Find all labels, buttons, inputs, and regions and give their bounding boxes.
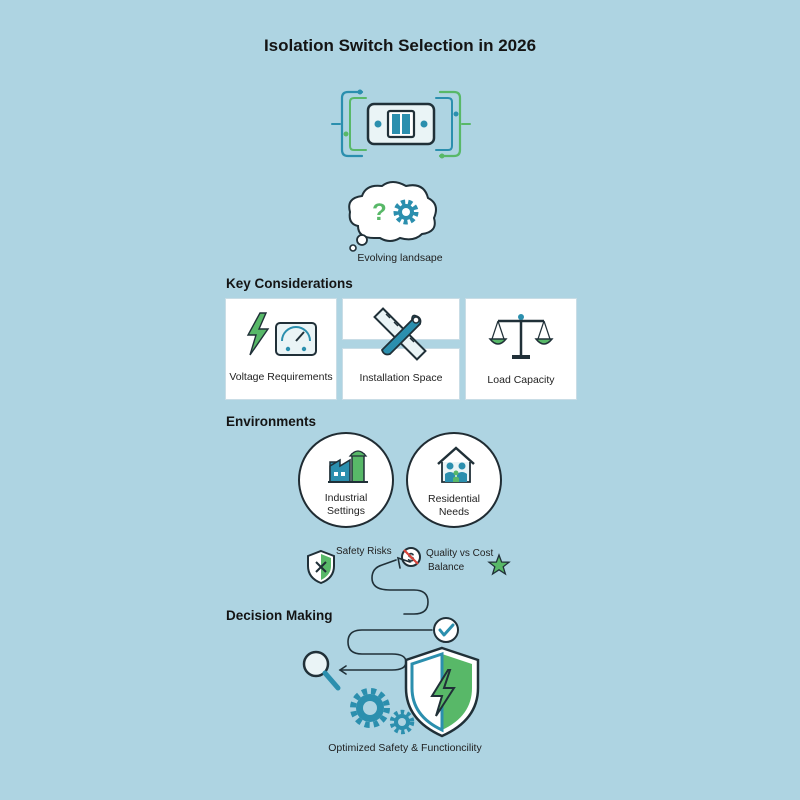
card-load-capacity: Load Capacity: [465, 298, 577, 400]
shield-x-icon: [307, 549, 335, 585]
card-label: Voltage Requirements: [229, 371, 333, 383]
question-mark-icon: ?: [372, 199, 387, 226]
magnifier-icon: [302, 650, 341, 691]
safety-risks-label: Safety Risks: [336, 546, 392, 557]
thought-bubble-icon: ?: [348, 181, 437, 252]
house-family-icon: [437, 446, 475, 483]
star-icon: [487, 553, 511, 576]
ruler-wrench-icon: [373, 307, 427, 361]
key-considerations-heading: Key Considerations: [226, 276, 353, 291]
gear-icon: [393, 199, 419, 225]
industrial-line1: Industrial: [324, 492, 368, 504]
isolation-switch-icon: [331, 89, 471, 159]
outcome-caption: Optimized Safety & Functioncility: [328, 742, 482, 754]
lightning-shield-icon: [404, 646, 480, 738]
decision-making-heading: Decision Making: [226, 608, 333, 623]
circle-residential-needs: Residential Needs: [406, 432, 502, 528]
voltage-meter-icon: [246, 312, 317, 356]
card-voltage-requirements: Voltage Requirements: [225, 298, 337, 400]
residential-line1: Residential: [428, 493, 480, 505]
circle-industrial-settings: Industrial Settings: [298, 432, 394, 528]
check-circle-icon: [433, 617, 459, 643]
industrial-line2: Settings: [327, 505, 365, 517]
quality-cost-line2: Balance: [428, 562, 465, 573]
evolving-landscape-caption: Evolving landsape: [357, 252, 443, 264]
card-installation-space: Installation Space: [342, 348, 460, 400]
residential-line2: Needs: [438, 506, 470, 518]
factory-icon: [328, 450, 368, 483]
card-label: Installation Space: [359, 372, 443, 384]
gears-icon: [350, 688, 415, 735]
quality-cost-line1: Quality vs Cost: [426, 548, 494, 559]
environments-heading: Environments: [226, 414, 317, 429]
page-title: Isolation Switch Selection in 2026: [263, 36, 537, 55]
card-label: Load Capacity: [487, 374, 555, 386]
balance-scale-icon: [488, 314, 554, 359]
